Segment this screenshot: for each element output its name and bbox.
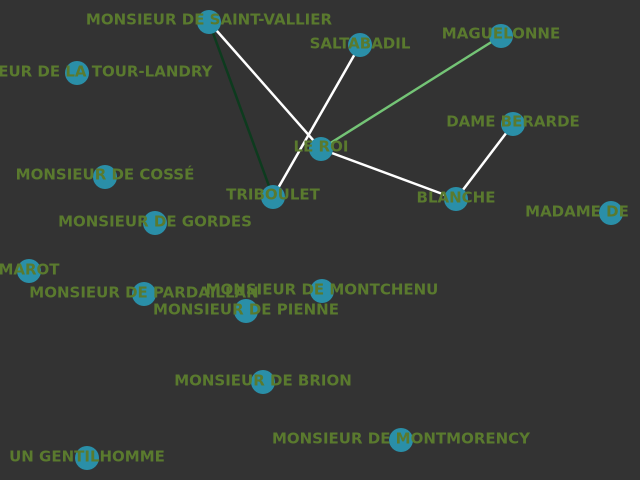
node-montmorency[interactable]: [389, 428, 413, 452]
edge-maguelonne-le-roi: [320, 34, 502, 151]
node-blanche[interactable]: [444, 187, 468, 211]
node-label-gordes: MONSIEUR DE GORDES: [58, 213, 252, 231]
node-label-cosse: MONSIEUR DE COSSÉ: [16, 165, 195, 184]
node-marot[interactable]: [17, 259, 41, 283]
node-le-roi[interactable]: [309, 137, 333, 161]
node-pardaillan[interactable]: [132, 282, 156, 306]
node-label-saltabadil: SALTABADIL: [310, 35, 411, 53]
edge-saint-vallier-triboulet: [207, 21, 275, 198]
node-label-maguelonne: MAGUELONNE: [442, 25, 560, 43]
node-label-pardaillan: MONSIEUR DE PARDAILLAN: [29, 284, 258, 302]
node-label-la-tour-landry: MONSIEUR DE LA TOUR-LANDRY: [0, 63, 214, 81]
node-label-pienne: MONSIEUR DE PIENNE: [153, 301, 339, 319]
node-label-brion: MONSIEUR DE BRION: [174, 372, 352, 390]
node-saint-vallier[interactable]: [197, 10, 221, 34]
edge-saint-vallier-le-roi: [208, 21, 322, 150]
node-label-madame-de: MADAME DE: [525, 203, 629, 221]
nodes-layer: [17, 10, 623, 470]
node-triboulet[interactable]: [261, 185, 285, 209]
node-gentilhomme[interactable]: [75, 446, 99, 470]
edge-saltabadil-triboulet: [271, 44, 362, 198]
node-label-dame-berarde: DAME BERARDE: [446, 113, 580, 131]
edges-layer: [207, 21, 514, 201]
node-label-marot: MAROT: [0, 261, 60, 279]
edge-le-roi-blanche: [320, 147, 457, 201]
node-gordes[interactable]: [143, 211, 167, 235]
node-pienne[interactable]: [234, 299, 258, 323]
node-label-saint-vallier: MONSIEUR DE SAINT-VALLIER: [86, 11, 333, 29]
node-label-montchenu: MONSIEUR DE MONTCHENU: [206, 281, 439, 299]
labels-layer: MONSIEUR DE SAINT-VALLIER SALTABADIL MAGUE…: [0, 11, 629, 466]
node-saltabadil[interactable]: [348, 33, 372, 57]
node-montchenu[interactable]: [310, 279, 334, 303]
node-la-tour-landry[interactable]: [65, 61, 89, 85]
node-madame-de[interactable]: [599, 201, 623, 225]
node-label-le-roi: LE ROI: [294, 138, 349, 156]
node-maguelonne[interactable]: [489, 24, 513, 48]
node-cosse[interactable]: [93, 165, 117, 189]
node-label-blanche: BLANCHE: [417, 189, 496, 207]
edge-dame-berarde-blanche: [455, 123, 514, 200]
node-label-gentilhomme: UN GENTILHOMME: [9, 448, 165, 466]
node-label-triboulet: TRIBOULET: [226, 186, 321, 204]
node-dame-berarde[interactable]: [501, 112, 525, 136]
node-brion[interactable]: [251, 370, 275, 394]
node-label-montmorency: MONSIEUR DE MONTMORENCY: [272, 430, 531, 448]
